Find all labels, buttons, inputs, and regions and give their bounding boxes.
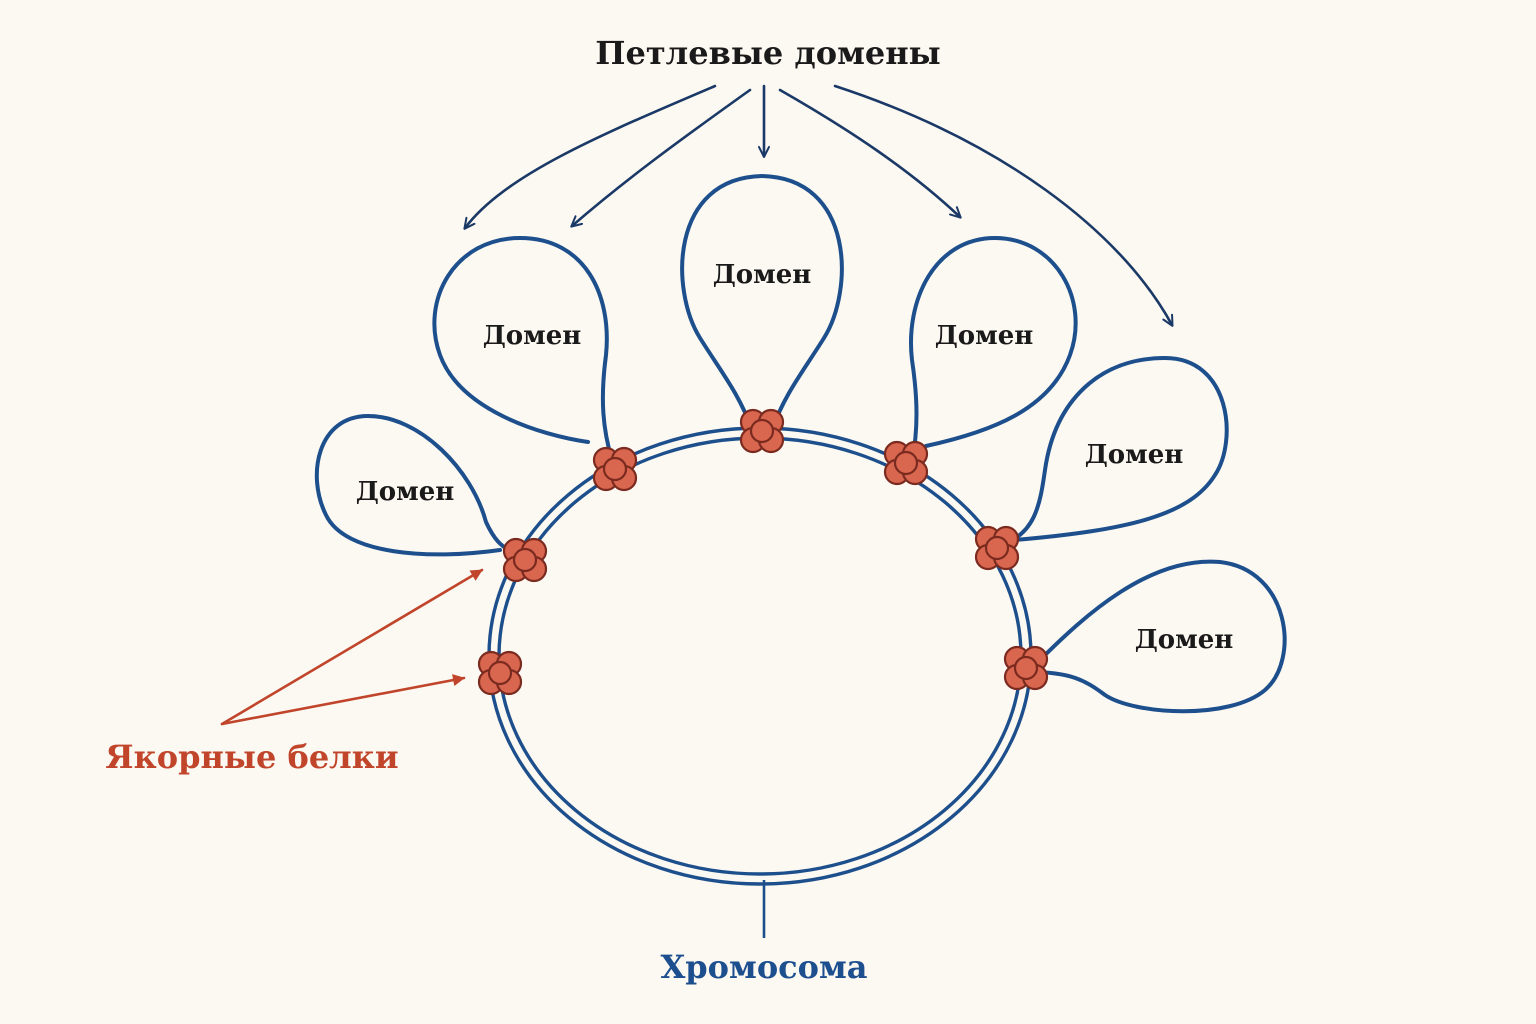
anchor-proteins-label: Якорные белки: [105, 738, 398, 776]
domain-label-1: Домен: [356, 477, 455, 507]
title-arrow-1: [463, 84, 717, 230]
anchor-arrows: [220, 568, 484, 726]
anchor-protein-6: [974, 525, 1020, 571]
domain-loops: [314, 173, 1287, 714]
title-arrow-2: [570, 88, 752, 228]
domain-label-2: Домен: [483, 321, 582, 351]
chromosome-outer-strand: [487, 426, 1033, 886]
anchor-proteins: [477, 408, 1049, 696]
domain-label-3: Домен: [713, 260, 812, 290]
domain-label-6: Домен: [1135, 625, 1234, 655]
domain-loop-2: [432, 235, 614, 462]
domain-label-4: Домен: [935, 321, 1034, 351]
title-arrow-4: [778, 88, 962, 219]
chromosome-ring: [487, 426, 1033, 886]
anchor-protein-2: [477, 650, 523, 696]
anchor-protein-4: [739, 408, 785, 454]
title-arrow-5: [833, 84, 1174, 327]
domain-labels: Домен Домен Домен Домен Домен Домен: [356, 260, 1234, 655]
domain-loop-4: [909, 235, 1078, 464]
loop-domains-title: Петлевые домены: [595, 34, 940, 72]
anchor-protein-5: [883, 440, 929, 486]
domain-loop-5: [998, 355, 1229, 547]
anchor-protein-7: [1003, 645, 1049, 691]
anchor-arrow-upper: [220, 568, 484, 726]
domain-label-5: Домен: [1085, 440, 1184, 470]
anchor-protein-3: [592, 446, 638, 492]
anchor-arrow-lower: [220, 674, 466, 726]
chromosome-label: Хромосома: [660, 948, 867, 986]
title-arrows: [463, 84, 1174, 327]
chromosome-inner-strand: [497, 436, 1023, 876]
domain-loop-6: [1028, 559, 1287, 714]
domain-loop-3: [680, 173, 844, 432]
domain-loop-1: [314, 413, 524, 557]
anchor-protein-1: [502, 537, 548, 583]
